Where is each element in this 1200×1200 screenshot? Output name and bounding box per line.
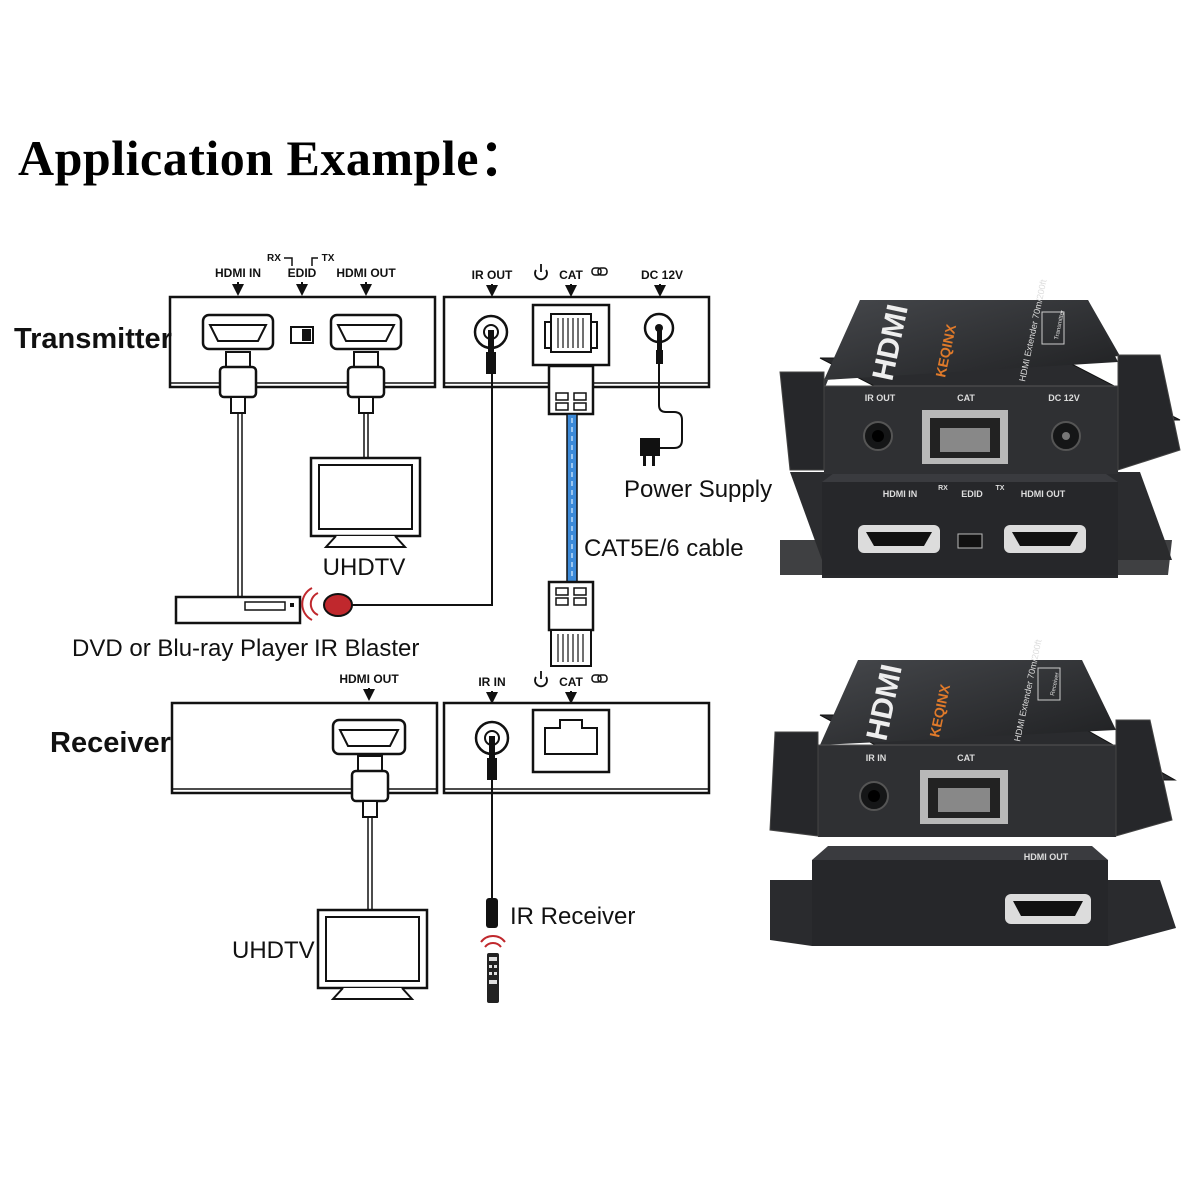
product-tx-edid-text: EDID	[961, 489, 983, 499]
product-tx-rj45	[922, 410, 1008, 464]
dc-jack-icon	[643, 312, 675, 344]
tx-dc-label: DC 12V	[641, 268, 683, 282]
edid-switch-icon	[290, 326, 314, 344]
hdmi-plug-out-icon	[346, 351, 386, 458]
rx-rj45-port-icon	[531, 708, 611, 774]
product-rx-badge: Receiver	[1050, 672, 1061, 696]
product-tx-tx-text: TX	[996, 485, 1005, 492]
product-tx-edid-switch	[957, 533, 983, 549]
ir-blaster-label: IR Blaster	[314, 635, 419, 662]
uhdtv-bottom-label: UHDTV	[232, 937, 315, 964]
transmitter-product-photo: HDMI IN EDID RX TX HDMI OUT HDMI KEQINX …	[779, 278, 1181, 578]
rx-power-icon	[534, 671, 548, 688]
product-tx-dc-text: DC 12V	[1048, 393, 1080, 403]
product-tx-hdmi-out-port	[1004, 525, 1086, 553]
receiver-hdmi-panel	[170, 701, 439, 795]
hdmi-in-port-icon	[201, 313, 275, 351]
tx-hdmi-in-label: HDMI IN	[215, 266, 261, 280]
product-rx-cat-text: CAT	[957, 753, 975, 763]
product-tx-ir-text: IR OUT	[865, 393, 896, 403]
product-rx-ir-text: IR IN	[866, 753, 887, 763]
product-rx-hdmi-out-text: HDMI OUT	[1024, 852, 1069, 862]
cat-cable-icon	[566, 413, 578, 583]
product-tx-rx-text: RX	[938, 485, 948, 492]
rx-hdmi-plug-icon	[350, 755, 390, 910]
dvd-player-icon	[174, 595, 302, 625]
rx-cat-label: CAT	[559, 675, 583, 689]
tx-ir-out-label: IR OUT	[472, 268, 513, 282]
tx-edid-label: EDID	[288, 266, 317, 280]
rx-ir-in-label: IR IN	[478, 675, 505, 689]
link-icon	[591, 267, 608, 276]
tx-tx-label: TX	[322, 253, 335, 264]
product-rx-hdmi-out-port	[1005, 894, 1091, 924]
rj45-plug-top-icon	[547, 313, 595, 416]
receiver-label: Receiver	[50, 727, 171, 759]
tx-hdmi-out-label: HDMI OUT	[336, 266, 396, 280]
uhdtv-top-label: UHDTV	[323, 554, 406, 581]
power-supply-label: Power Supply	[624, 476, 772, 503]
uhdtv-bottom-icon	[316, 908, 429, 1000]
power-icon	[534, 264, 548, 281]
transmitter-label: Transmitter	[14, 323, 172, 355]
product-tx-hdmi-in-text: HDMI IN	[883, 489, 918, 499]
transmitter-hdmi-panel	[168, 295, 437, 389]
receiver-product-photo: HDMI OUT HDMI KEQINX HDMI Extender 70m/2…	[769, 638, 1177, 946]
remote-control-icon	[480, 935, 506, 1003]
product-tx-cat-text: CAT	[957, 393, 975, 403]
ir-receiver-icon	[486, 736, 498, 928]
tx-cat-label: CAT	[559, 268, 583, 282]
ir-out-plug-icon	[486, 330, 496, 374]
rx-hdmi-out-label: HDMI OUT	[339, 672, 399, 686]
cable-label: CAT5E/6 cable	[584, 535, 744, 562]
uhdtv-top-icon	[309, 456, 422, 548]
rx-link-icon	[591, 674, 608, 683]
power-supply-icon	[640, 330, 683, 466]
ir-blaster-icon	[301, 372, 493, 621]
product-tx-hdmi-in-port	[858, 525, 940, 553]
product-rx-rj45	[920, 770, 1008, 824]
dvd-label: DVD or Blu-ray Player	[72, 635, 308, 662]
tx-rx-label: RX	[267, 253, 281, 264]
receiver-cat-panel	[442, 701, 711, 795]
hdmi-out-port-icon	[329, 313, 403, 351]
rj45-plug-bottom-icon	[547, 580, 595, 667]
ir-receiver-label: IR Receiver	[510, 903, 635, 930]
page-title: Application Example：	[18, 130, 530, 186]
rx-hdmi-out-port-icon	[331, 718, 407, 756]
hdmi-plug-in-icon	[218, 351, 258, 597]
product-tx-hdmi-out-text: HDMI OUT	[1021, 489, 1066, 499]
